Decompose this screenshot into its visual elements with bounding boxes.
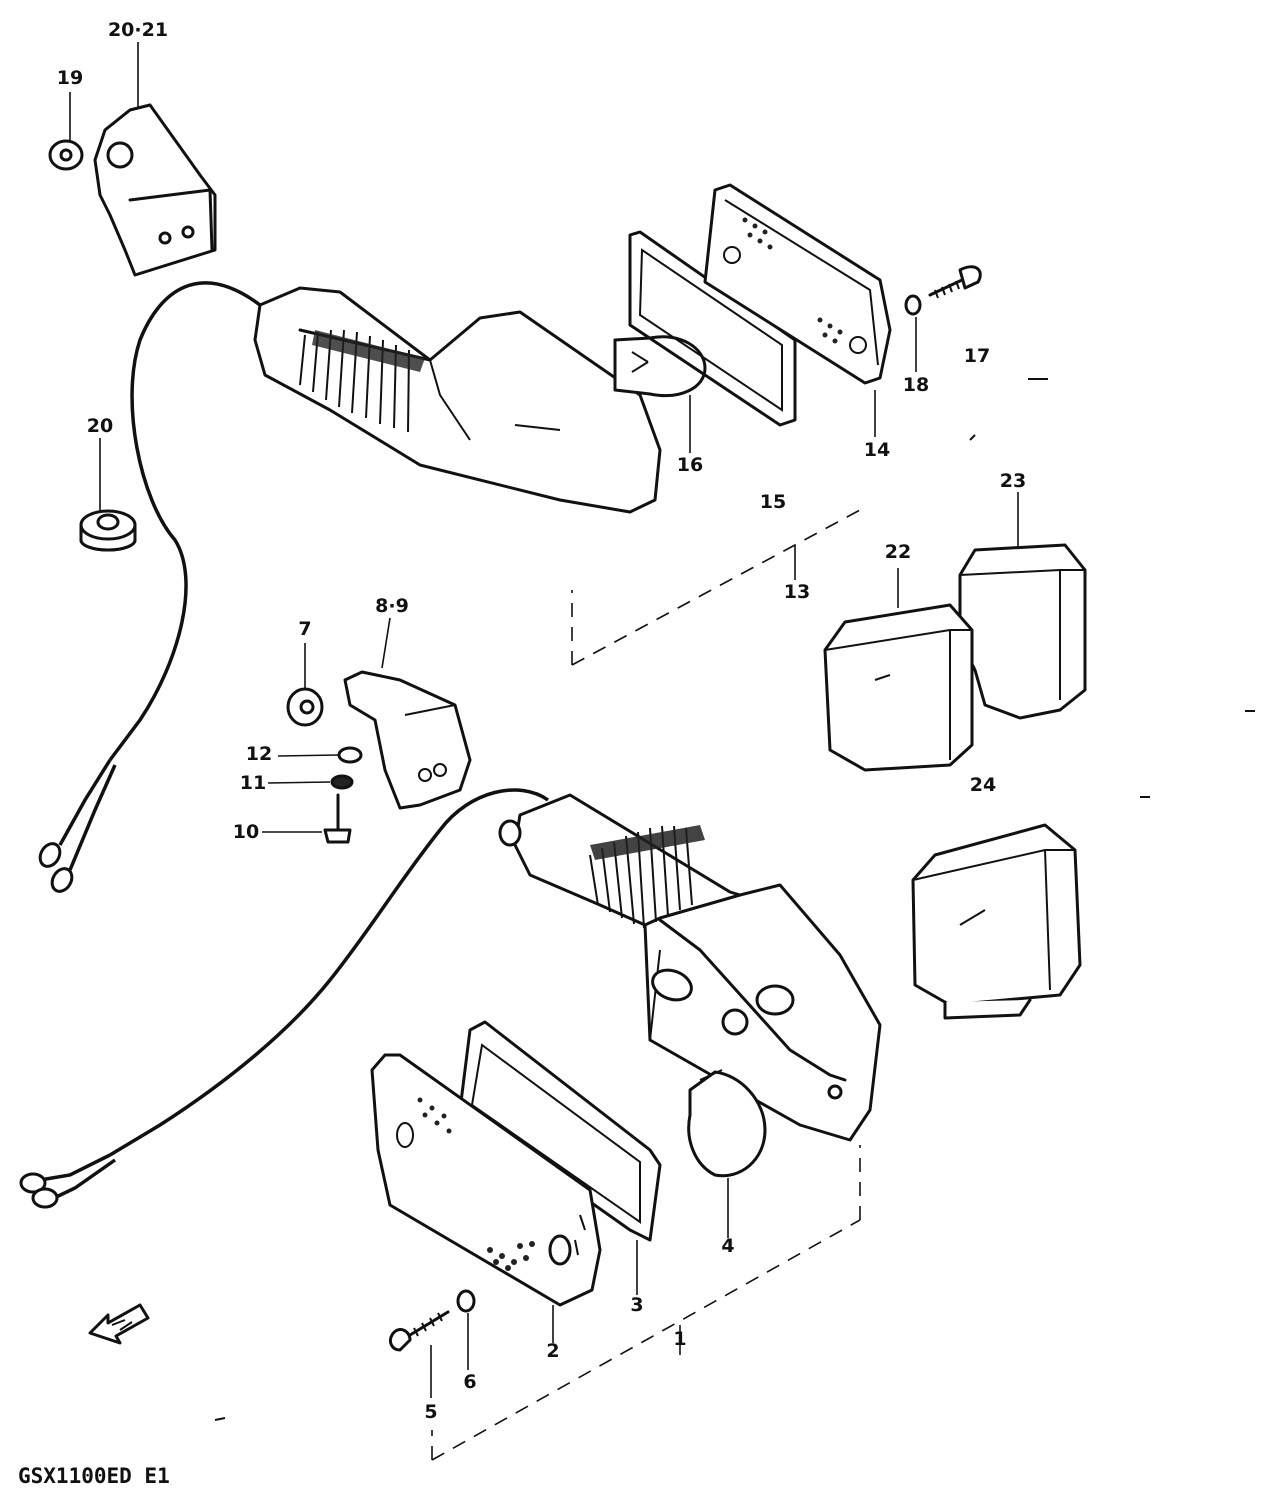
relay-22 [823, 603, 974, 772]
callout-1: 1 [673, 1328, 686, 1350]
callout-24: 24 [970, 774, 996, 796]
assembly-bracket-13 [571, 509, 861, 666]
grommet-20 [79, 509, 137, 552]
screw-5 [388, 1310, 450, 1352]
nut-19 [48, 139, 84, 171]
callout-15: 15 [760, 491, 786, 513]
lens-14 [703, 183, 892, 385]
callout-4: 4 [721, 1235, 734, 1257]
washer-11 [330, 774, 354, 790]
lens-2 [370, 1053, 602, 1307]
washer-18 [904, 294, 922, 316]
gasket-15 [628, 230, 797, 427]
lower-turn-signal-body [498, 793, 882, 1142]
upper-mounting-bracket [93, 103, 217, 277]
callout-19: 19 [57, 67, 83, 89]
upper-signal-wire [38, 281, 262, 893]
callout-17: 17 [964, 345, 990, 367]
model-code: GSX1100ED E1 [18, 1464, 170, 1488]
callout-11: 11 [240, 772, 266, 794]
callout-6: 6 [463, 1371, 476, 1393]
relay-24 [911, 823, 1082, 1020]
callout-2: 2 [546, 1340, 559, 1362]
washer-6 [456, 1289, 476, 1313]
callout-20: 20 [87, 415, 113, 437]
callout-23: 23 [1000, 470, 1026, 492]
bulb-4 [687, 1069, 767, 1178]
callout-22: 22 [885, 541, 911, 563]
scan-marks [214, 378, 1255, 1421]
callout-8-9: 8·9 [375, 595, 409, 617]
nut-7 [286, 687, 324, 727]
callout-5: 5 [424, 1401, 437, 1423]
callout-3: 3 [630, 1294, 643, 1316]
callout-labels: 20·21 19 20 16 14 18 17 15 13 22 23 24 7… [57, 19, 1026, 1423]
callout-7: 7 [298, 618, 311, 640]
lower-mounting-bracket [343, 670, 472, 810]
callout-18: 18 [903, 374, 929, 396]
front-direction-arrow-icon [88, 1303, 150, 1345]
callout-13: 13 [784, 581, 810, 603]
callout-20-21: 20·21 [108, 19, 168, 41]
lower-signal-wire [19, 788, 550, 1209]
relay-23 [958, 543, 1087, 720]
bulb-16 [613, 335, 707, 397]
callout-14: 14 [864, 439, 890, 461]
upper-turn-signal-body [253, 286, 662, 514]
assembly-bracket-1 [431, 1145, 861, 1461]
bolt-10 [323, 793, 352, 844]
callout-16: 16 [677, 454, 703, 476]
callout-10: 10 [233, 821, 259, 843]
washer-12 [337, 746, 363, 764]
leader-lines [69, 42, 1019, 1398]
screw-17 [928, 265, 982, 299]
callout-12: 12 [246, 743, 272, 765]
